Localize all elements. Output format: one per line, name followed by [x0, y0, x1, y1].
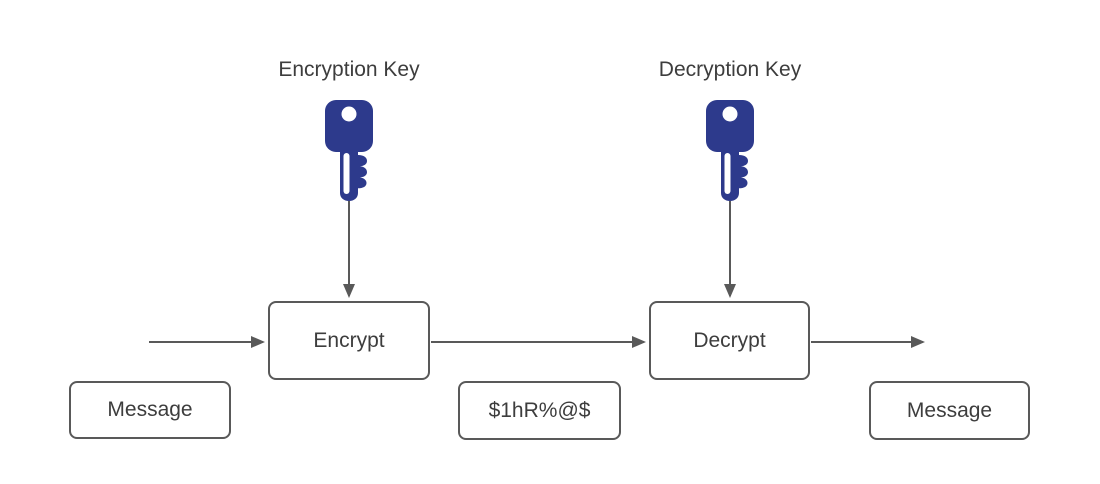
decryption-key-icon — [706, 100, 754, 201]
decrypt-box: Decrypt — [649, 301, 810, 380]
message-input-box: Message — [69, 381, 231, 439]
message-output-box: Message — [869, 381, 1030, 440]
ciphertext-box: $1hR%@$ — [458, 381, 621, 440]
encryption-key-icon — [325, 100, 373, 201]
decryption-key-label: Decryption Key — [658, 58, 802, 81]
encrypt-box: Encrypt — [268, 301, 430, 380]
encryption-key-label: Encryption Key — [278, 58, 420, 81]
